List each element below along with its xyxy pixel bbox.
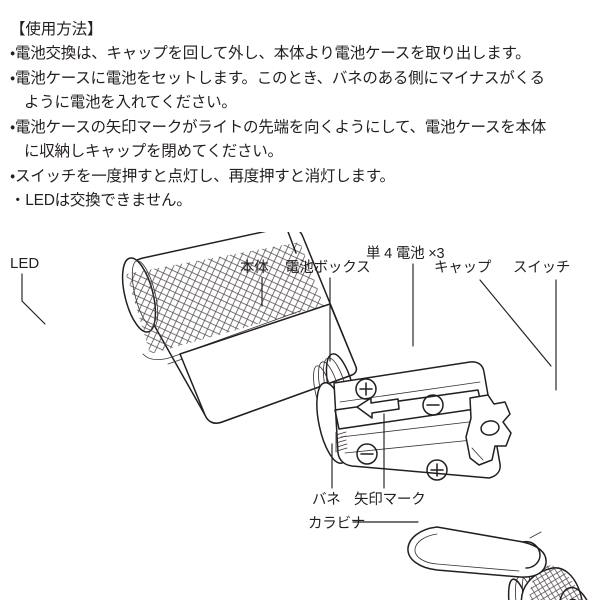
instruction-line: ・電池ケースの矢印マークがライトの先端を向くようにして、電池ケースを本体: [10, 118, 546, 136]
instructions-block: 【使用方法】 ・電池交換は、キャップを回して外し、本体より電池ケースを取り出しま…: [10, 18, 592, 214]
terminal-plus-1: [355, 378, 377, 400]
spring-coil: [335, 431, 348, 453]
instruction-item: ・スイッチを一度押すと点灯し、再度押すと消灯します。: [10, 165, 592, 190]
arrow-mark-glyph: [356, 397, 400, 419]
instruction-item: ・電池交換は、キャップを回して外し、本体より電池ケースを取り出します。: [10, 42, 592, 67]
rail-2: [340, 419, 487, 438]
flashlight-main-body: [121, 232, 358, 425]
barrel-midline-top: [287, 232, 297, 254]
latch-hole: [480, 420, 500, 436]
carrier-latch: [465, 394, 512, 466]
instruction-item: ・電池ケースに電池をセットします。このとき、バネのある側にマイナスがくる ように…: [10, 67, 592, 116]
instruction-item: ・電池ケースの矢印マークがライトの先端を向くようにして、電池ケースを本体 に収納…: [10, 116, 592, 165]
label-arrow-mark: 矢印マーク: [354, 491, 426, 508]
head-knurl-edge: [142, 310, 301, 361]
label-batteries: 単 4 電池 ×3: [366, 245, 445, 262]
instruction-line: に収納しキャップを閉めてください。: [24, 143, 283, 160]
instruction-line: ように電池を入れてください。: [24, 94, 237, 111]
cap-thread-1: [507, 578, 541, 600]
label-body: 本体: [240, 259, 269, 276]
label-switch: スイッチ: [513, 260, 570, 276]
instruction-line: ・スイッチを一度押すと点灯し、再度押すと消灯します。: [10, 167, 395, 185]
switch-ring-outer[interactable]: [551, 584, 600, 600]
label-battery-box: 電池ボックス: [285, 259, 370, 276]
instruction-line: ・LEDは交換できません。: [10, 192, 192, 209]
instructions-heading: 【使用方法】: [10, 21, 103, 38]
flashlight-exploded-diagram: LED 本体 電池ボックス 単 4 電池 ×3 キャップ スイッチ バネ 矢印マ…: [0, 232, 600, 600]
terminal-minus-1: [422, 394, 444, 416]
instruction-line: ・電池ケースに電池をセットします。このとき、バネのある側にマイナスがくる: [10, 69, 545, 87]
terminal-minus-2: [356, 443, 378, 465]
leader-lines: [21, 263, 557, 523]
carabiner: [407, 526, 547, 578]
instruction-item: ・LEDは交換できません。: [10, 189, 592, 214]
leader-cap: [479, 279, 552, 367]
instruction-line: ・電池交換は、キャップを回して外し、本体より電池ケースを取り出します。: [10, 45, 531, 62]
label-spring: バネ: [312, 491, 341, 508]
carabiner-gate: [522, 540, 541, 569]
terminal-plus-2: [426, 459, 448, 481]
label-carabiner: カラビナ: [308, 515, 365, 532]
label-led: LED: [10, 255, 39, 272]
label-cap: キャップ: [434, 259, 492, 276]
battery-box: [316, 361, 512, 481]
leader-led: [21, 273, 46, 325]
